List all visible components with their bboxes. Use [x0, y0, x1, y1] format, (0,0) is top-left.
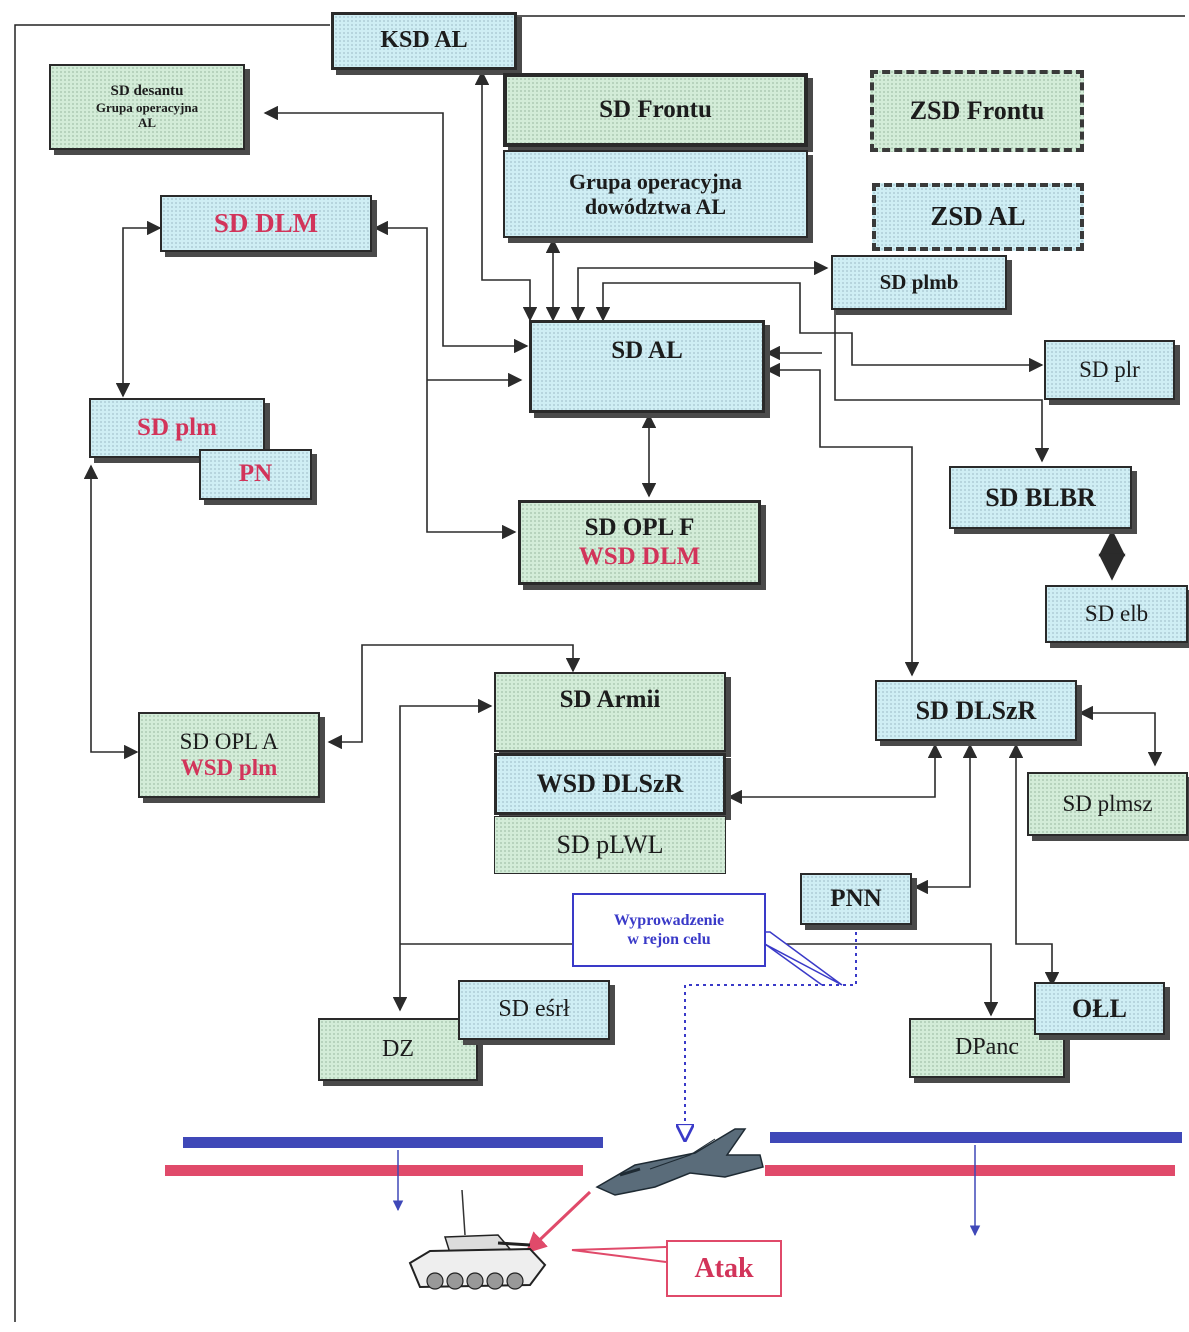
ksd-al-label: KSD AL	[380, 27, 468, 54]
fighter-jet-icon	[595, 1128, 764, 1196]
sd-plmsz-label: SD plmsz	[1062, 790, 1153, 816]
sd-frontu-box: SD Frontu	[503, 73, 808, 147]
sd-armii-box: SD Armii	[494, 672, 726, 752]
sd-opl-a-box: SD OPL A WSD plm	[138, 712, 320, 798]
atak-callout: Atak	[666, 1240, 782, 1297]
sd-dlszr-label: SD DLSzR	[915, 695, 1037, 725]
sd-elb-label: SD elb	[1084, 600, 1149, 626]
wsd-dlszr-box: WSD DLSzR	[494, 753, 726, 815]
tank-icon	[408, 1189, 547, 1290]
pn-label: PN	[238, 460, 273, 488]
sd-plwl-label: SD pLWL	[556, 830, 664, 860]
sd-plmb-box: SD plmb	[831, 255, 1007, 310]
front-line-right	[765, 1132, 1182, 1237]
zsd-al-label: ZSD AL	[930, 201, 1026, 232]
sd-esrl-label: SD eśrł	[498, 996, 570, 1023]
sd-opl-f-line2: WSD DLM	[578, 542, 701, 570]
grupa-dowodztwa-line1: Grupa operacyjna	[569, 168, 742, 194]
pnn-label: PNN	[830, 884, 882, 912]
sd-plm-label: SD plm	[137, 413, 217, 441]
sd-plmsz-box: SD plmsz	[1027, 772, 1188, 836]
sd-al-box: SD AL	[529, 320, 765, 413]
sd-desantu-box: SD desantu Grupa operacyjna AL	[49, 64, 245, 150]
zsd-frontu-box: ZSD Frontu	[870, 70, 1084, 152]
oll-label: OŁL	[1072, 993, 1127, 1023]
sd-al-label: SD AL	[611, 337, 683, 364]
front-line-left	[165, 1137, 603, 1212]
sd-opl-f-line1: SD OPL F	[584, 513, 695, 541]
wyprowadzenie-line1: Wyprowadzenie	[613, 911, 725, 929]
ksd-al-box: KSD AL	[331, 12, 517, 70]
pn-box: PN	[199, 449, 312, 500]
sd-opl-f-box: SD OPL F WSD DLM	[518, 500, 761, 585]
sd-dlm-box: SD DLM	[160, 195, 372, 252]
sd-dlm-label: SD DLM	[213, 207, 319, 238]
sd-plmb-label: SD plmb	[879, 270, 959, 295]
wyprowadzenie-line2: w rejon celu	[627, 931, 711, 948]
oll-box: OŁL	[1034, 982, 1165, 1035]
dz-box: DZ	[318, 1018, 478, 1081]
sd-desantu-line2: Grupa operacyjna	[95, 99, 199, 115]
dpanc-box: DPanc	[909, 1018, 1065, 1078]
grupa-dowodztwa-line2: dowództwa AL	[584, 194, 727, 219]
sd-plr-label: SD plr	[1079, 356, 1140, 382]
wsd-dlszr-label: WSD DLSzR	[536, 769, 684, 799]
wyprowadzenie-callout: Wyprowadzenie w rejon celu	[572, 893, 766, 967]
sd-armii-label: SD Armii	[559, 686, 661, 713]
sd-opl-a-line1: SD OPL A	[179, 728, 279, 754]
sd-elb-box: SD elb	[1045, 585, 1188, 643]
sd-plwl-box: SD pLWL	[494, 816, 726, 874]
sd-plm-box: SD plm	[89, 398, 265, 458]
dz-label: DZ	[382, 1035, 414, 1062]
sd-blbr-label: SD BLBR	[985, 482, 1096, 512]
grupa-dowodztwa-box: Grupa operacyjna dowództwa AL	[503, 150, 808, 238]
dpanc-label: DPanc	[955, 1034, 1019, 1061]
zsd-frontu-label: ZSD Frontu	[909, 96, 1045, 126]
sd-esrl-box: SD eśrł	[458, 980, 610, 1040]
zsd-al-box: ZSD AL	[872, 183, 1084, 251]
atak-label: Atak	[694, 1252, 754, 1284]
sd-desantu-line3: AL	[137, 114, 157, 130]
sd-dlszr-box: SD DLSzR	[875, 680, 1077, 741]
sd-blbr-box: SD BLBR	[949, 466, 1132, 529]
sd-frontu-label: SD Frontu	[599, 95, 712, 123]
sd-opl-a-line2: WSD plm	[180, 755, 278, 780]
sd-desantu-line1: SD desantu	[110, 83, 184, 100]
pnn-box: PNN	[800, 873, 912, 925]
sd-plr-box: SD plr	[1044, 340, 1175, 400]
